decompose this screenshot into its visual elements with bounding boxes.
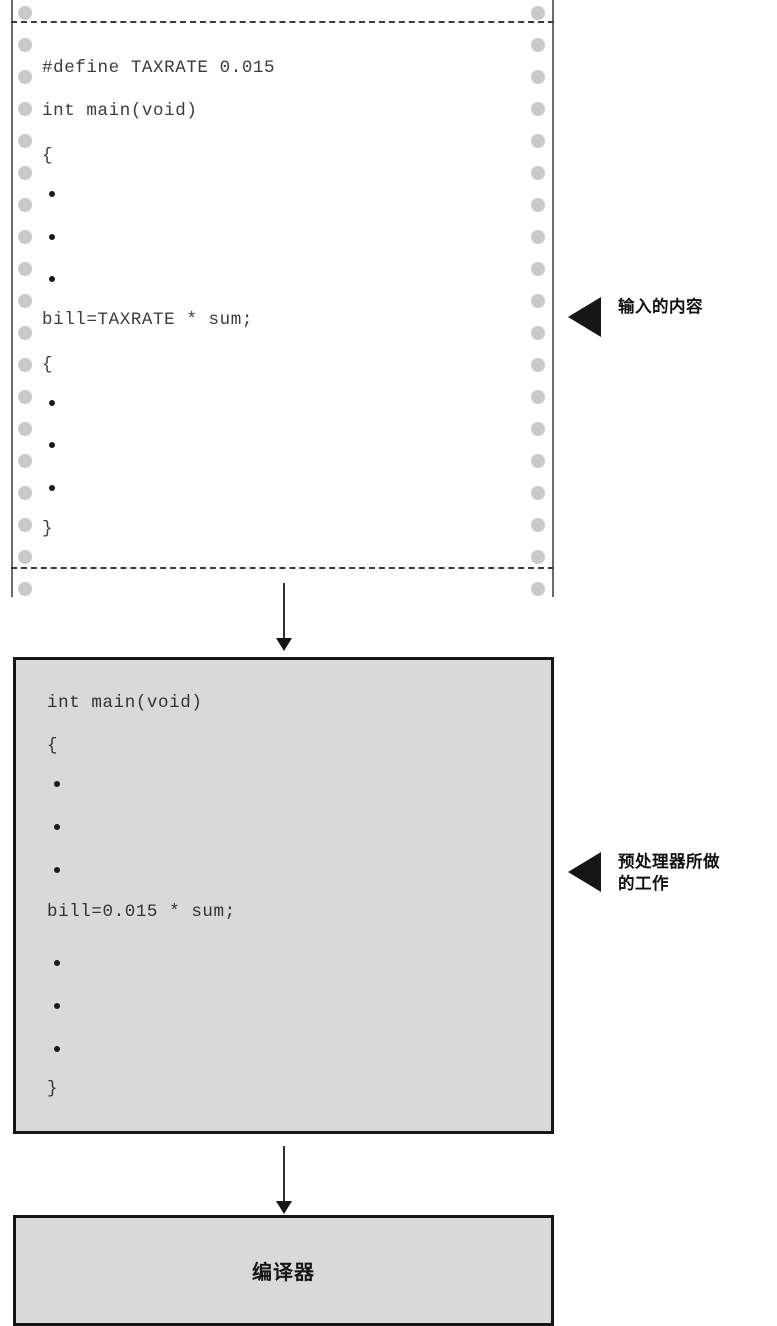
sprocket-hole [18, 262, 32, 276]
paper-perforation-top [11, 21, 554, 23]
sprocket-hole [18, 582, 32, 596]
code-line: #define TAXRATE 0.015 [42, 58, 276, 78]
code-line: bill=TAXRATE * sum; [42, 310, 253, 330]
code-ellipsis-dot [49, 442, 55, 448]
sprocket-hole [18, 102, 32, 116]
sprocket-hole [531, 38, 545, 52]
sprocket-hole [18, 326, 32, 340]
code-ellipsis-dot [54, 867, 60, 873]
sprocket-hole [18, 70, 32, 84]
sprocket-hole [531, 582, 545, 596]
paper-right-edge [552, 0, 554, 597]
code-line: { [42, 355, 54, 375]
sprocket-hole [18, 518, 32, 532]
sprocket-hole [18, 198, 32, 212]
code-line: { [42, 146, 54, 166]
sprocket-hole [18, 134, 32, 148]
sprocket-hole [531, 70, 545, 84]
sprocket-hole [531, 262, 545, 276]
callout-input-label: 输入的内容 [618, 297, 703, 316]
code-ellipsis-dot [54, 1003, 60, 1009]
sprocket-hole [531, 198, 545, 212]
callout-input-content: 输入的内容 [568, 296, 703, 337]
sprocket-hole [18, 454, 32, 468]
paper-left-edge [11, 0, 13, 597]
sprocket-hole [531, 134, 545, 148]
code-ellipsis-dot [49, 400, 55, 406]
sprocket-hole [18, 486, 32, 500]
code-line: { [47, 736, 59, 756]
code-line: int main(void) [47, 693, 203, 713]
sprocket-hole [18, 390, 32, 404]
compiler-box: 编译器 [13, 1215, 554, 1326]
sprocket-hole [531, 6, 545, 20]
sprocket-hole [18, 550, 32, 564]
sprocket-hole [18, 422, 32, 436]
sprocket-hole [531, 486, 545, 500]
sprocket-hole [531, 518, 545, 532]
sprocket-hole [18, 230, 32, 244]
sprocket-hole [531, 230, 545, 244]
left-triangle-pointer-icon [568, 852, 601, 892]
preprocessed-output-box: int main(void) { bill=0.015 * sum;} [13, 657, 554, 1134]
code-line: } [47, 1079, 59, 1099]
sprocket-hole [531, 358, 545, 372]
sprocket-hole [18, 38, 32, 52]
code-line: } [42, 519, 54, 539]
code-ellipsis-dot [49, 234, 55, 240]
paper-perforation-bottom [11, 567, 554, 569]
code-ellipsis-dot [54, 781, 60, 787]
flow-arrow-preprocessed-to-compiler [283, 1146, 285, 1202]
source-code-printout: #define TAXRATE 0.015 int main(void) { bill… [11, 0, 554, 597]
code-line: int main(void) [42, 101, 198, 121]
flow-arrow-source-to-preprocessed [283, 583, 285, 639]
compiler-box-label: 编译器 [252, 1260, 315, 1284]
sprocket-hole [18, 6, 32, 20]
sprocket-hole [18, 358, 32, 372]
sprocket-hole [531, 166, 545, 180]
sprocket-hole [18, 294, 32, 308]
code-ellipsis-dot [49, 276, 55, 282]
sprocket-hole [531, 326, 545, 340]
callout-preprocessor-work: 预处理器所做 的工作 [568, 851, 720, 896]
code-ellipsis-dot [54, 824, 60, 830]
sprocket-hole [531, 102, 545, 116]
code-ellipsis-dot [49, 485, 55, 491]
sprocket-hole [18, 166, 32, 180]
sprocket-hole [531, 390, 545, 404]
code-ellipsis-dot [49, 191, 55, 197]
code-ellipsis-dot [54, 960, 60, 966]
sprocket-hole [531, 422, 545, 436]
code-ellipsis-dot [54, 1046, 60, 1052]
sprocket-hole [531, 294, 545, 308]
sprocket-hole [531, 454, 545, 468]
sprocket-hole [531, 550, 545, 564]
callout-preprocessor-label: 预处理器所做 的工作 [618, 852, 720, 894]
left-triangle-pointer-icon [568, 297, 601, 337]
code-line: bill=0.015 * sum; [47, 902, 236, 922]
